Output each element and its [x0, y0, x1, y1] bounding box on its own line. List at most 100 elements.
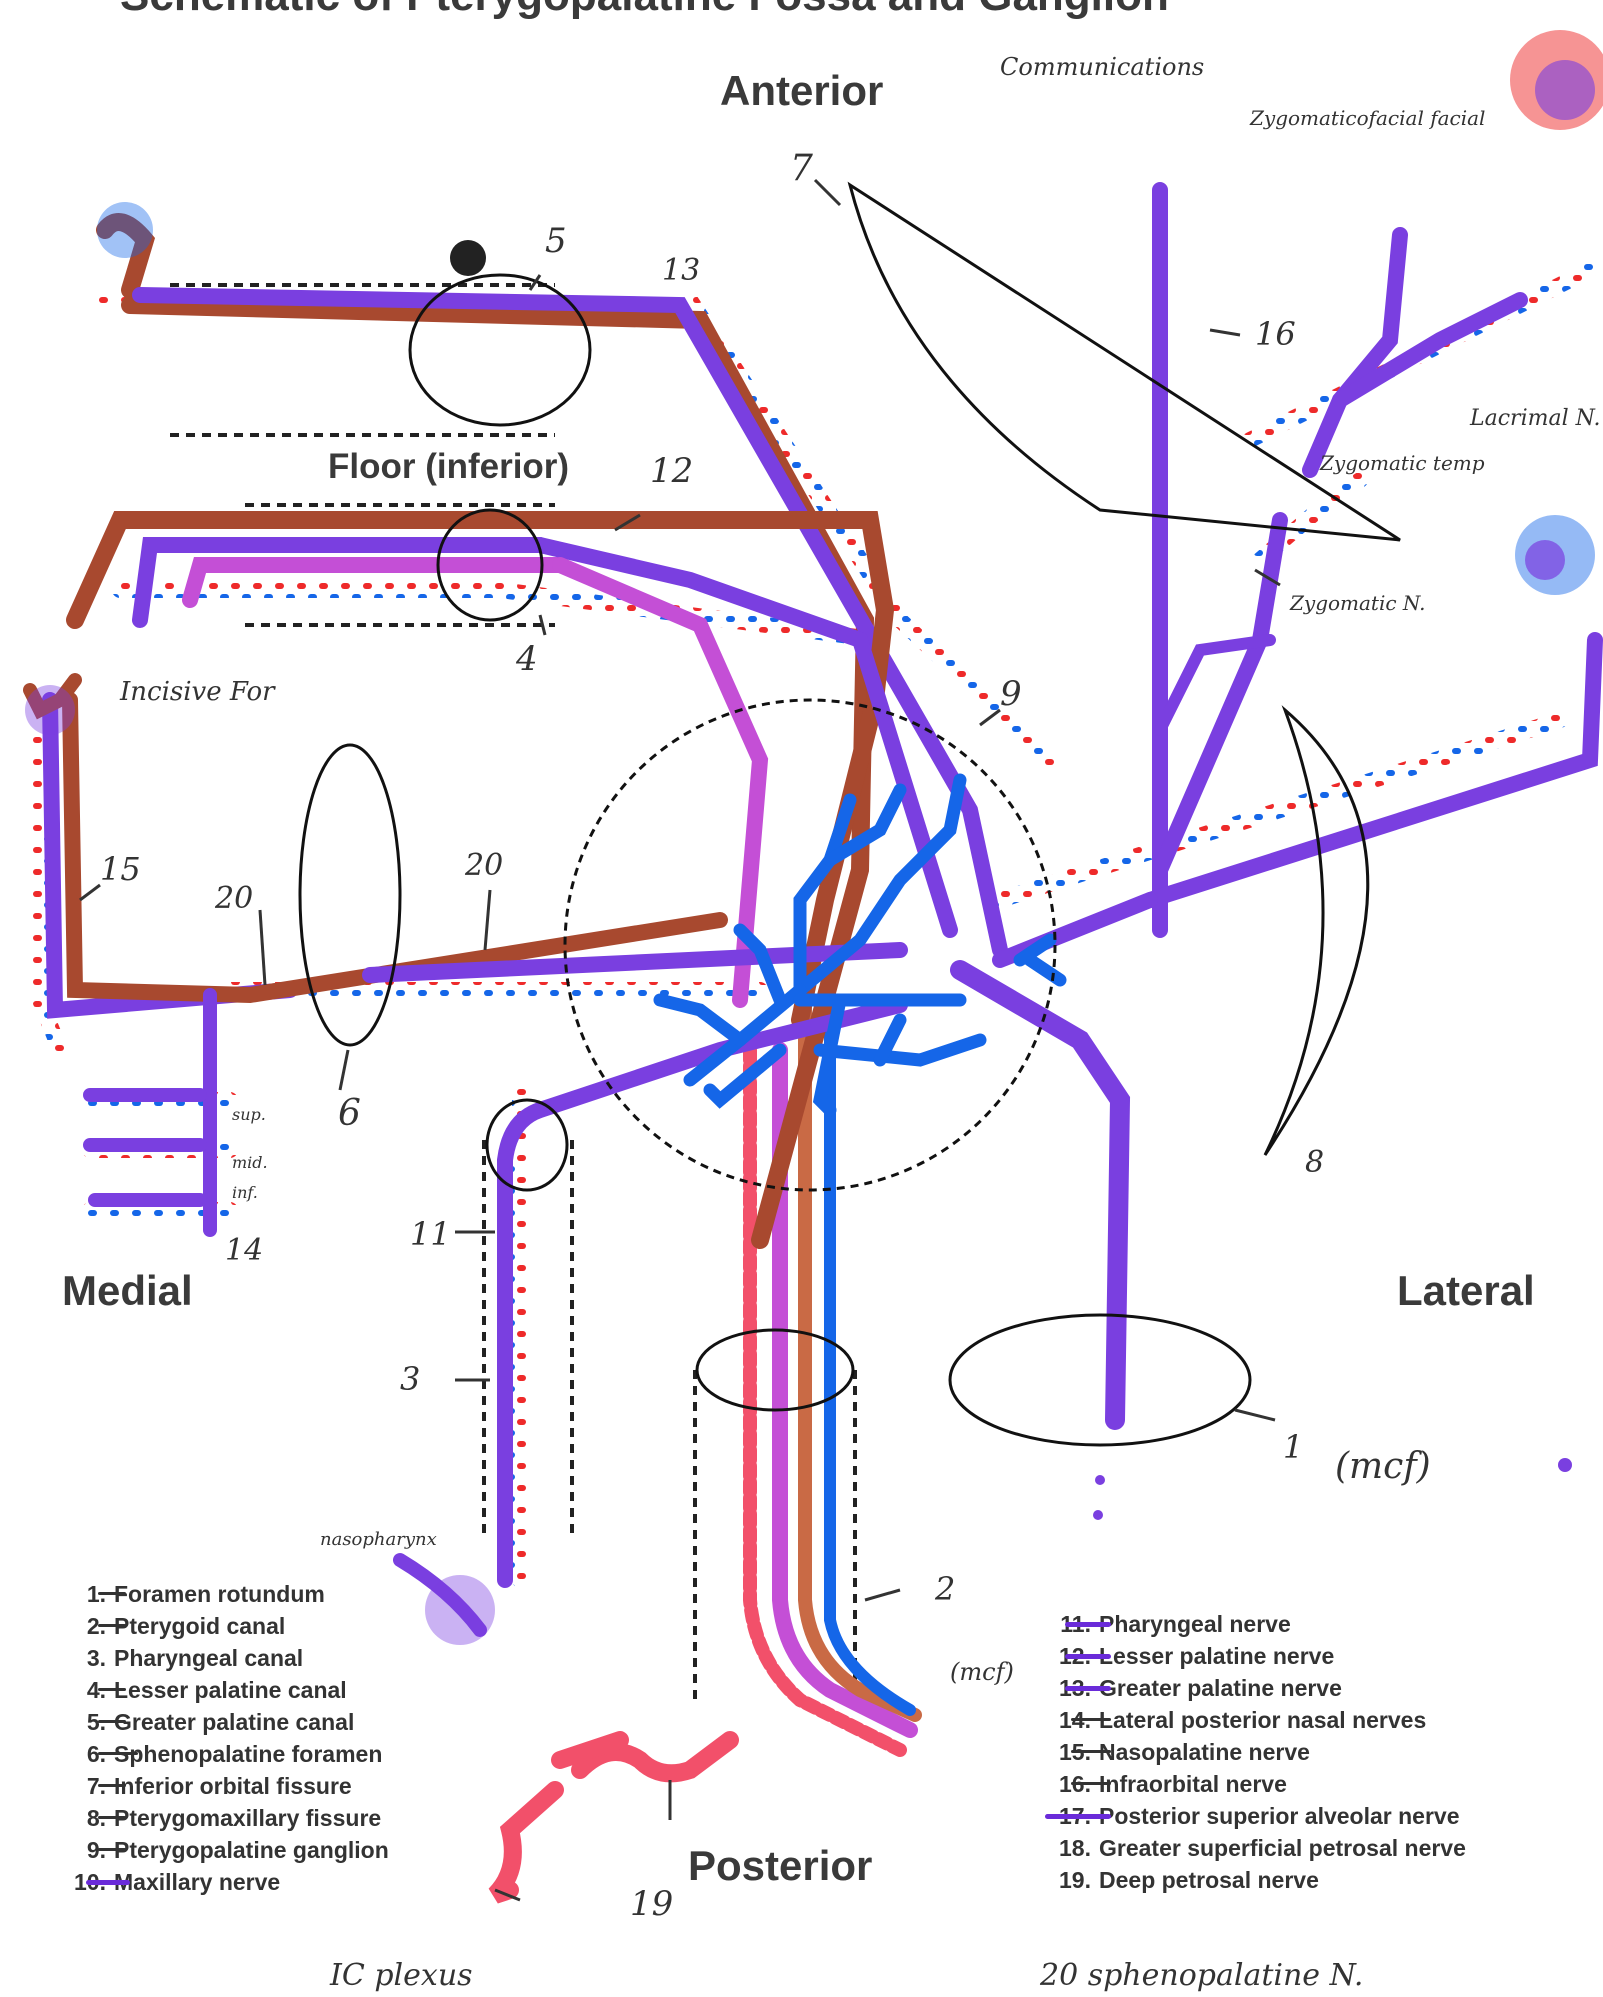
hw-zygomaticotemporal: Zygomatic temp — [1319, 451, 1485, 475]
legend-item: 17.Posterior superior alveolar nerve — [1045, 1800, 1466, 1832]
strike-mark — [86, 1880, 130, 1885]
legend-item: 7.Inferior orbital fissure — [60, 1770, 389, 1802]
hw-14: 14 — [225, 1233, 263, 1268]
strike-mark — [1065, 1622, 1111, 1627]
legend-item: 12.Lesser palatine nerve — [1045, 1640, 1466, 1672]
legend-item: 11.Pharyngeal nerve — [1045, 1608, 1466, 1640]
legend-item: 3. Pharyngeal canal — [60, 1642, 389, 1674]
legend-item: 15.Nasopalatine nerve — [1045, 1736, 1466, 1768]
legend-label: Deep petrosal nerve — [1099, 1867, 1319, 1893]
title: Schematic of Pterygopalatine Fossa and G… — [120, 0, 1169, 20]
inferior-orbital-fissure-outline — [850, 185, 1400, 540]
strike-mark — [1045, 1814, 1111, 1819]
legend-item: 8.Pterygomaxillary fissure — [60, 1802, 389, 1834]
hw-12: 12 — [650, 451, 693, 491]
legend-right: 11.Pharyngeal nerve 12.Lesser palatine n… — [1045, 1608, 1466, 1896]
legend-label: Sphenopalatine foramen — [114, 1741, 382, 1767]
hw-16: 16 — [1255, 315, 1296, 353]
legend-label: Greater palatine canal — [114, 1709, 354, 1735]
hw-sphenopalatine: 20 sphenopalatine N. — [1039, 1958, 1363, 1993]
strike-mark — [98, 1688, 126, 1691]
legend-item: 1.Foramen rotundum — [60, 1578, 389, 1610]
hw-zygomaticofacial: Zygomaticofacial facial — [1249, 106, 1485, 130]
strike-mark — [98, 1784, 126, 1787]
hw-mcf-1: (mcf) — [1335, 1446, 1431, 1487]
legend-item: 6.Sphenopalatine foramen — [60, 1738, 389, 1770]
legend-left: 1.Foramen rotundum 2.Pterygoid canal 3. P… — [60, 1578, 389, 1898]
legend-label: Greater superficial petrosal nerve — [1099, 1835, 1466, 1861]
strike-mark — [1071, 1782, 1111, 1785]
legend-label: Foramen rotundum — [114, 1581, 325, 1607]
hw-lacrimal: Lacrimal N. — [1469, 406, 1600, 431]
legend-label: Pharyngeal nerve — [1099, 1611, 1291, 1637]
hw-5: 5 — [545, 221, 567, 261]
legend-num: 3. — [60, 1642, 106, 1674]
legend-label: Lesser palatine nerve — [1099, 1643, 1334, 1669]
strike-mark — [98, 1752, 138, 1755]
legend-num: 18. — [1045, 1832, 1091, 1864]
hw-mcf-2: (mcf) — [950, 1658, 1014, 1686]
legend-label: Pharyngeal canal — [114, 1645, 303, 1671]
anterior-label: Anterior — [720, 67, 883, 114]
hw-7: 7 — [790, 148, 813, 189]
legend-item: 14.Lateral posterior nasal nerves — [1045, 1704, 1466, 1736]
hw-15: 15 — [100, 850, 141, 888]
legend-item: 18. Greater superficial petrosal nerve — [1045, 1832, 1466, 1864]
legend-item: 9.Pterygopalatine ganglion — [60, 1834, 389, 1866]
hw-19: 19 — [630, 1884, 673, 1924]
strike-mark — [1071, 1718, 1111, 1721]
legend-label: Inferior orbital fissure — [114, 1773, 352, 1799]
hw-communications: Communications — [1000, 53, 1204, 81]
sphenopalatine-foramen-outline — [300, 745, 400, 1045]
hw-6: 6 — [338, 1093, 361, 1134]
legend-label: Pterygopalatine ganglion — [114, 1837, 389, 1863]
hw-mid: mid. — [232, 1153, 268, 1172]
legend-label: Pterygoid canal — [114, 1613, 285, 1639]
legend-item: 5.Greater palatine canal — [60, 1706, 389, 1738]
legend-label: Posterior superior alveolar nerve — [1099, 1803, 1460, 1829]
strike-mark — [1071, 1750, 1111, 1753]
strike-mark — [98, 1720, 126, 1723]
legend-label: Nasopalatine nerve — [1099, 1739, 1310, 1765]
legend-item: 13.Greater palatine nerve — [1045, 1672, 1466, 1704]
hw-ic-plexus: IC plexus — [329, 1958, 473, 1993]
hw-zygomatic-n: Zygomatic N. — [1289, 591, 1426, 615]
lateral-label: Lateral — [1397, 1267, 1535, 1314]
hw-nasopharynx: nasopharynx — [320, 1529, 437, 1550]
floor-label: Floor (inferior) — [328, 447, 569, 486]
legend-item: 16.Infraorbital nerve — [1045, 1768, 1466, 1800]
strike-mark — [98, 1816, 126, 1819]
hw-sup: sup. — [232, 1105, 266, 1124]
hw-incisive: Incisive For — [119, 677, 276, 707]
posterior-label: Posterior — [688, 1842, 872, 1889]
legend-item: 4.Lesser palatine canal — [60, 1674, 389, 1706]
legend-label: Greater palatine nerve — [1099, 1675, 1342, 1701]
hw-11: 11 — [410, 1215, 451, 1253]
medial-label: Medial — [62, 1267, 193, 1314]
hw-9: 9 — [1000, 674, 1022, 714]
legend-label: Maxillary nerve — [114, 1869, 280, 1895]
legend-item: 19. Deep petrosal nerve — [1045, 1864, 1466, 1896]
legend-label: Lesser palatine canal — [114, 1677, 347, 1703]
hw-1: 1 — [1283, 1428, 1303, 1466]
medial-nerves — [30, 680, 900, 1230]
strike-mark — [1065, 1686, 1111, 1691]
pterygomaxillary-fissure-outline — [1265, 710, 1368, 1155]
legend-item: 10.Maxillary nerve — [60, 1866, 389, 1898]
legend-label: Lateral posterior nasal nerves — [1099, 1707, 1426, 1733]
strike-mark — [98, 1624, 126, 1627]
legend-item: 2.Pterygoid canal — [60, 1610, 389, 1642]
hw-13: 13 — [662, 253, 700, 288]
strike-mark — [98, 1592, 126, 1595]
hw-20b: 20 — [464, 848, 503, 883]
legend-num: 19. — [1045, 1864, 1091, 1896]
hw-8: 8 — [1305, 1145, 1324, 1180]
strike-mark — [1065, 1654, 1111, 1659]
hw-inf: inf. — [232, 1183, 258, 1202]
legend-label: Pterygomaxillary fissure — [114, 1805, 381, 1831]
hw-4: 4 — [515, 639, 538, 679]
hw-3: 3 — [400, 1360, 420, 1398]
foramen-rotundum-outline — [950, 1315, 1250, 1445]
hw-20a: 20 — [214, 881, 253, 916]
